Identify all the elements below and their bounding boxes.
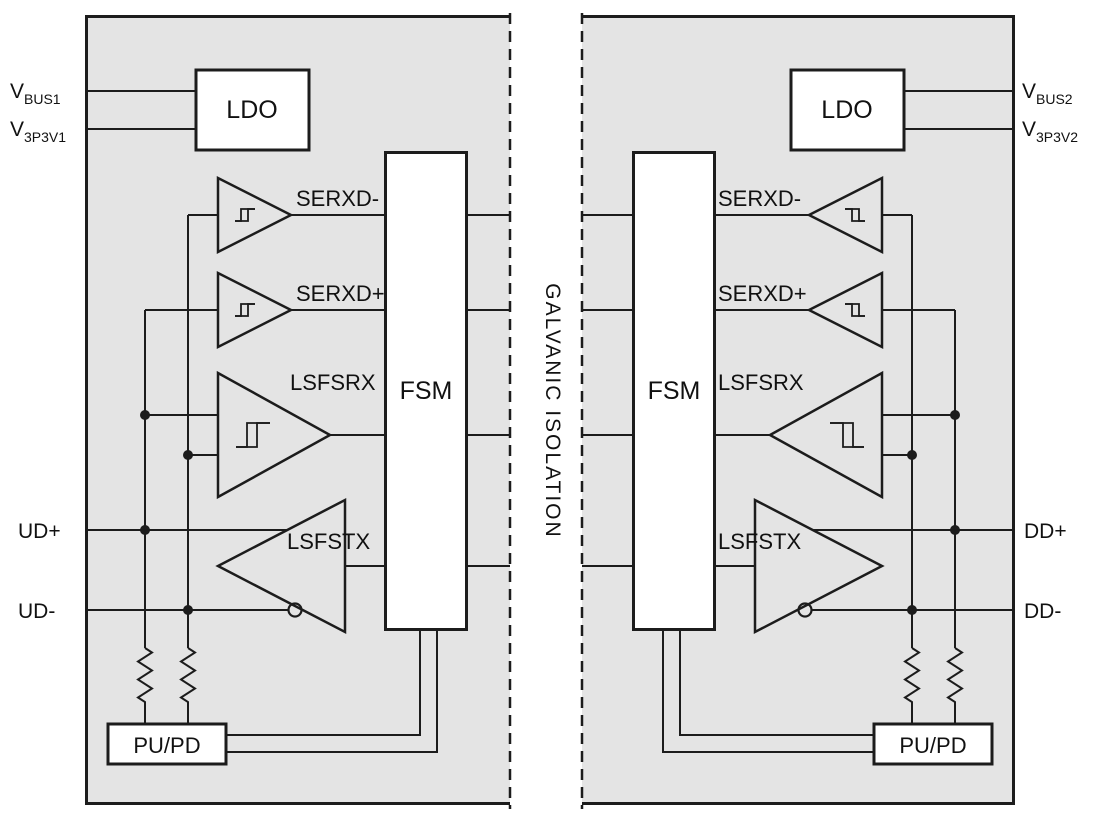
left-lsfsrx-label: LSFSRX (290, 370, 376, 395)
right-wires (582, 214, 1012, 753)
pin-label-udplus: UD+ (18, 520, 61, 543)
pin-label-ddminus: DD- (1024, 600, 1061, 623)
left-pupd-fsm-wire-2 (226, 631, 438, 753)
left-junction-dot-4 (183, 605, 193, 615)
right-dminus-resistor-icon (903, 647, 921, 725)
right-lsfsrx-buffer (767, 370, 884, 500)
left-lsfstx-label: LSFSTX (287, 529, 370, 554)
left-serxd-minus-buffer (216, 175, 294, 255)
right-fsm-box (632, 151, 716, 631)
pin-label-v3p3v2: V3P3V2 (1022, 118, 1078, 145)
right-dplus-resistor-icon (946, 647, 964, 725)
right-side: LDO FSM PU/PD SERXD- SERXD+ LSFSRX LSFST… (582, 68, 1078, 766)
right-pupd-fsm-wire-1 (679, 631, 874, 736)
pin-label-vbus1: VBUS1 (10, 80, 61, 107)
left-dplus-resistor-icon (136, 647, 154, 725)
right-junction-dot-4 (907, 605, 917, 615)
left-pupd-fsm-wire-1 (226, 631, 421, 736)
right-serxd-minus-label: SERXD- (718, 186, 801, 211)
right-pupd-box (872, 722, 994, 766)
left-lsfsrx-buffer (216, 370, 333, 500)
left-ldo-label: LDO (226, 96, 277, 124)
left-serxd-minus-label: SERXD- (296, 186, 379, 211)
left-fsm-label: FSM (400, 377, 453, 405)
right-ldo-label: LDO (821, 96, 872, 124)
left-junction-dot-1 (140, 410, 150, 420)
right-pupd-label: PU/PD (899, 733, 966, 758)
right-fsm-label: FSM (648, 377, 701, 405)
left-ldo-box (194, 68, 311, 152)
pin-label-v3p3v1: V3P3V1 (10, 118, 66, 145)
hysteresis-icon (830, 422, 864, 448)
isolation-barrier (508, 13, 584, 809)
left-serxd-plus-label: SERXD+ (296, 281, 385, 306)
left-fsm-box (384, 151, 468, 631)
right-lsfsrx-label: LSFSRX (718, 370, 804, 395)
isolation-label: GALVANIC ISOLATION (541, 283, 564, 538)
right-lsfstx-label: LSFSTX (718, 529, 801, 554)
right-serxd-plus-label: SERXD+ (718, 281, 807, 306)
left-junction-dot-2 (183, 450, 193, 460)
isolation-strip (510, 13, 582, 809)
left-dminus-resistor-icon (179, 647, 197, 725)
right-serxd-minus-buffer (806, 175, 884, 255)
pin-label-udminus: UD- (18, 600, 55, 623)
left-junction-dot-3 (140, 525, 150, 535)
left-lsfstx-buffer (215, 497, 347, 635)
left-serxd-plus-buffer (216, 270, 294, 350)
right-lsfstx-buffer (753, 497, 885, 635)
hysteresis-icon (236, 422, 270, 448)
right-pupd-fsm-wire-2 (662, 631, 874, 753)
left-pupd-label: PU/PD (133, 733, 200, 758)
right-junction-dot-2 (907, 450, 917, 460)
right-serxd-plus-buffer (806, 270, 884, 350)
hysteresis-icon (845, 303, 865, 317)
left-wires (88, 214, 510, 753)
right-ldo-box (789, 68, 906, 152)
pin-label-vbus2: VBUS2 (1022, 80, 1073, 107)
hysteresis-icon (845, 208, 865, 222)
right-junction-dot-1 (950, 410, 960, 420)
hysteresis-icon (235, 208, 255, 222)
pin-label-ddplus: DD+ (1024, 520, 1067, 543)
left-side: LDO FSM PU/PD SERXD- SERXD+ LSFSRX LSFST… (10, 68, 510, 766)
left-pupd-box (106, 722, 228, 766)
hysteresis-icon (235, 303, 255, 317)
right-junction-dot-3 (950, 525, 960, 535)
